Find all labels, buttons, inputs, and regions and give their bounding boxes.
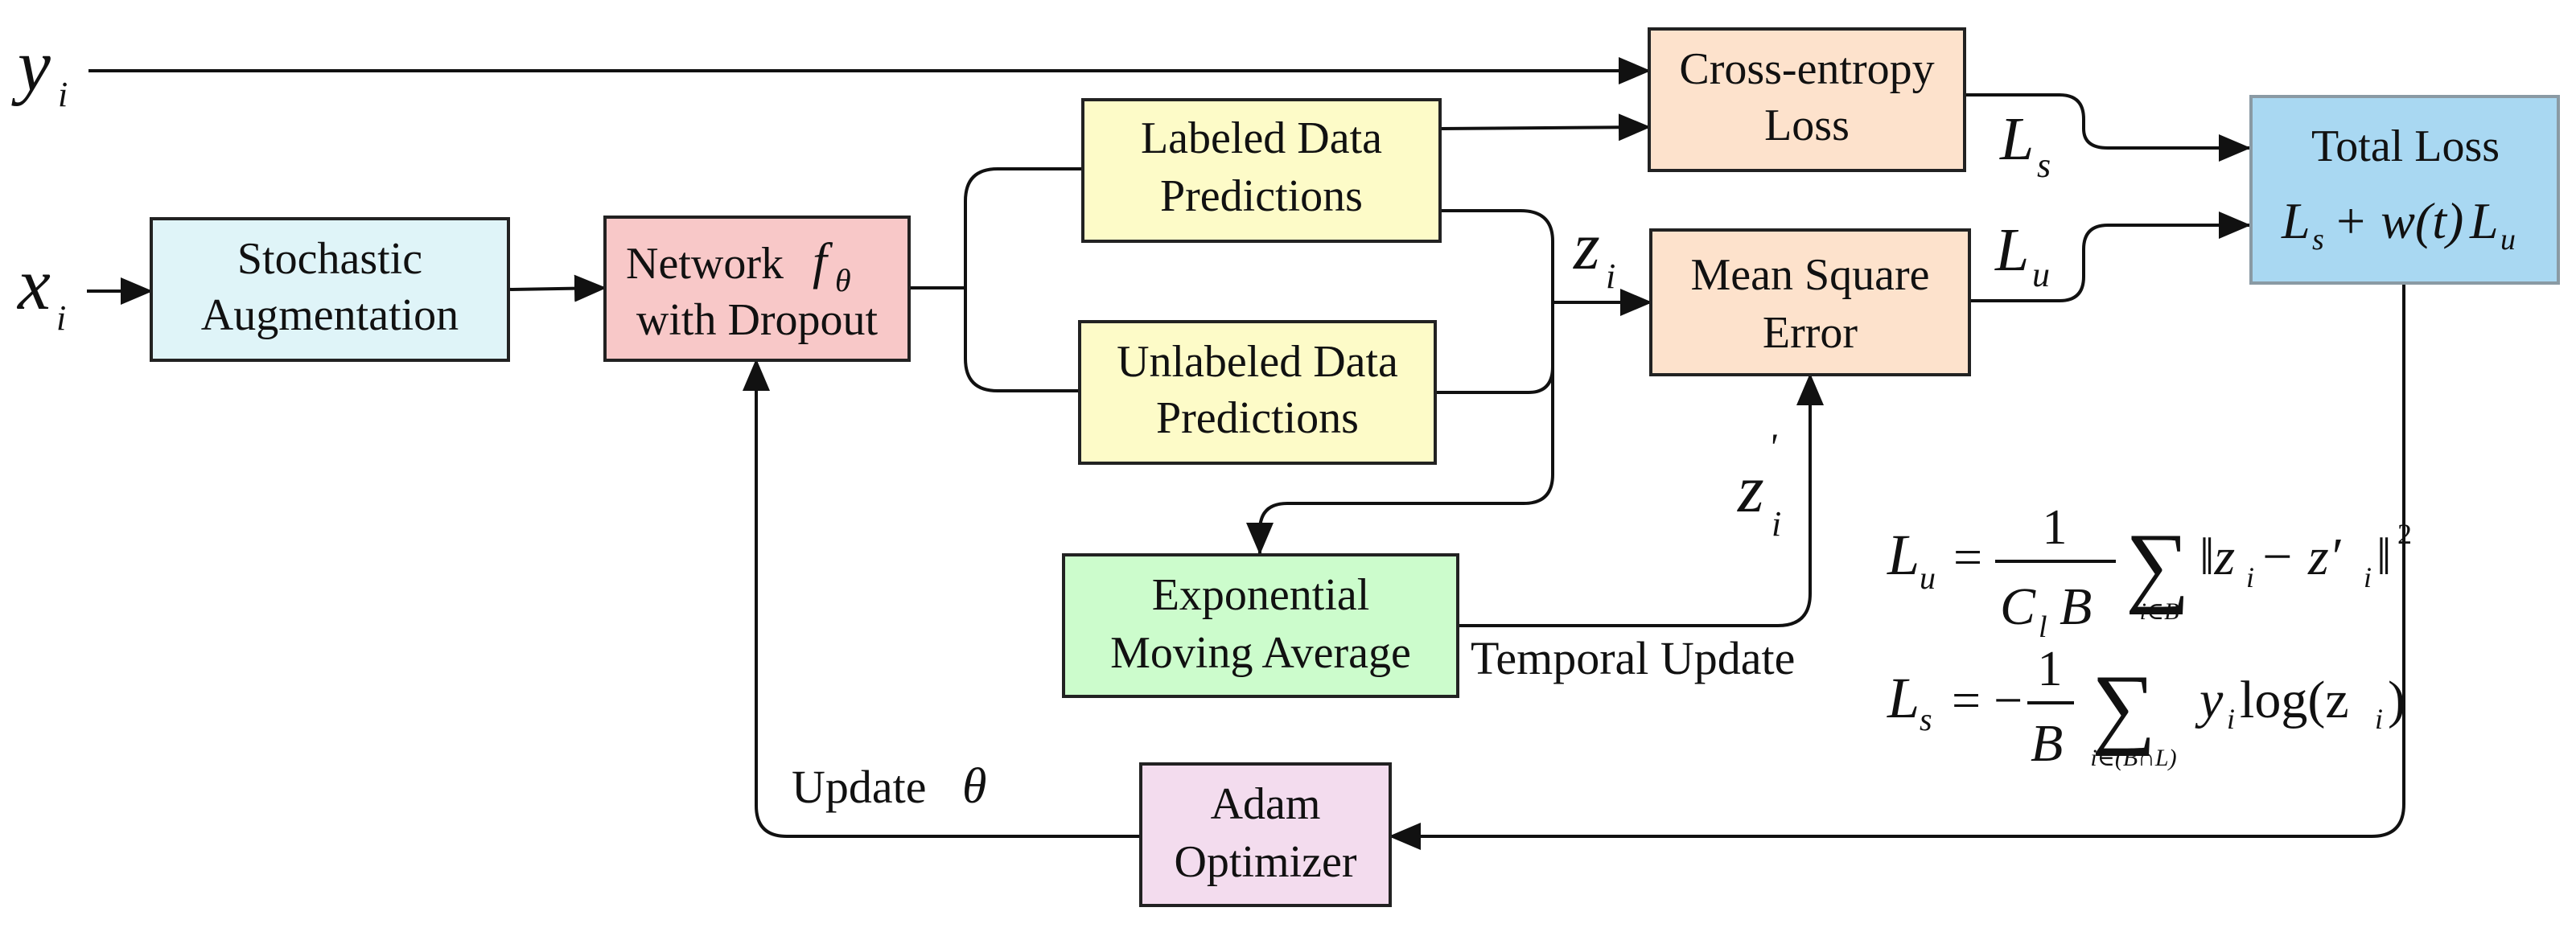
ema-label-line2: Moving Average (1110, 628, 1411, 678)
label-theta-symbol: θ (962, 759, 986, 814)
node-total-loss: Total Loss L s + w(t) L u (2249, 95, 2560, 285)
edge-z-to-ema (1246, 367, 1554, 555)
svg-text:i: i (1606, 257, 1615, 296)
labeled-pred-label-line2: Predictions (1160, 171, 1363, 221)
mse-label-line1: Mean Square (1690, 250, 1929, 300)
label-temporal-update: Temporal Update (1471, 632, 1795, 684)
svg-text:‖z: ‖z (2199, 528, 2235, 586)
svg-text:B: B (2060, 577, 2092, 636)
edge-total-to-adam (1389, 283, 2405, 850)
node-cross-entropy-loss: Cross-entropy Loss (1648, 27, 1966, 172)
svg-text:L: L (1887, 666, 1920, 730)
svg-text:i∈(B∩L): i∈(B∩L) (2090, 745, 2176, 771)
label-update-theta: Update (792, 761, 927, 813)
svg-text:x: x (16, 243, 51, 325)
svg-text:z: z (1573, 209, 1600, 284)
label-lu: L u (1994, 216, 2050, 294)
svg-text:s: s (2037, 146, 2051, 185)
unlabeled-pred-label-line1: Unlabeled Data (1117, 337, 1398, 387)
svg-text:y: y (2195, 671, 2224, 729)
svg-text:u: u (2032, 255, 2050, 294)
svg-text:L: L (1994, 216, 2029, 284)
svg-text:− z′: − z′ (2259, 528, 2342, 586)
svg-text:i: i (2246, 561, 2254, 593)
node-network: Network f θ with Dropout (603, 216, 911, 362)
adam-label-line2: Optimizer (1174, 837, 1356, 887)
label-ls: L s (1999, 105, 2051, 185)
svg-text:i: i (1772, 504, 1781, 544)
edge-labeled-to-cross-entropy (1439, 113, 1651, 142)
edge-augmentation-to-network (508, 274, 607, 302)
sum-symbol-2: ∑ (2092, 657, 2156, 757)
edge-unlabeled-to-z (1435, 302, 1554, 394)
node-mean-square-error: Mean Square Error (1649, 228, 1971, 376)
svg-text:‖: ‖ (2376, 528, 2392, 586)
svg-text:l: l (2039, 610, 2047, 644)
total-loss-formula-ls-sub: s (2312, 223, 2324, 257)
network-label-line2: with Dropout (636, 295, 879, 345)
svg-text:L: L (1999, 105, 2034, 173)
total-loss-label: Total Loss (2311, 121, 2500, 171)
edge-ema-to-mse (1458, 373, 1824, 627)
node-adam-optimizer: Adam Optimizer (1139, 762, 1392, 907)
node-labeled-data-predictions: Labeled Data Predictions (1081, 98, 1442, 243)
network-label-line1: Network (626, 239, 784, 289)
sum-symbol: ∑ (2125, 515, 2190, 615)
svg-text:=: = (1953, 528, 1982, 585)
cross-entropy-label-line1: Cross-entropy (1679, 44, 1934, 94)
cross-entropy-label-line2: Loss (1764, 101, 1850, 150)
edge-cross-entropy-to-total (1965, 93, 2251, 162)
labeled-pred-label-line1: Labeled Data (1141, 113, 1382, 163)
edge-adam-to-network (743, 359, 1141, 838)
svg-text:B: B (2031, 714, 2063, 773)
svg-text:L: L (1887, 523, 1920, 587)
adam-label-line1: Adam (1211, 779, 1321, 829)
augmentation-label-line2: Augmentation (201, 290, 459, 340)
svg-text:y: y (11, 24, 51, 106)
label-z-prime: z i ' (1737, 426, 1781, 544)
total-loss-formula-ls: L (2281, 192, 2311, 249)
svg-text:i: i (2375, 703, 2383, 735)
network-function-subscript: θ (835, 262, 851, 298)
formula-lu: L u = 1 C l B ∑ i∈B ‖z i − z′ i ‖ 2 (1887, 500, 2412, 644)
svg-text:i: i (2227, 703, 2235, 735)
total-loss-formula-lu-sub: u (2500, 223, 2516, 257)
label-y-input: y i (11, 24, 68, 114)
edge-split-to-labeled (964, 167, 1083, 288)
svg-text:1: 1 (2038, 642, 2063, 696)
edge-labeled-to-z (1440, 209, 1554, 302)
mse-label-line2: Error (1763, 308, 1858, 358)
edge-split-to-unlabeled (964, 288, 1080, 392)
svg-text:): ) (2388, 671, 2405, 729)
augmentation-label-line1: Stochastic (237, 234, 422, 284)
svg-text:log(z: log(z (2240, 671, 2349, 729)
svg-text:': ' (1768, 426, 1777, 469)
svg-text:2: 2 (2397, 518, 2412, 550)
node-stochastic-augmentation: Stochastic Augmentation (150, 217, 510, 362)
svg-text:z: z (1737, 452, 1764, 527)
label-x-input: x i (16, 243, 66, 338)
svg-text:s: s (1920, 701, 1932, 737)
node-exponential-moving-average: Exponential Moving Average (1062, 553, 1459, 698)
svg-text:u: u (1920, 560, 1936, 596)
svg-text:i: i (58, 75, 68, 114)
total-loss-formula-lu: L (2469, 192, 2499, 249)
formula-ls: L s = − 1 B ∑ i∈(B∩L) y i log(z i ) (1887, 642, 2405, 773)
svg-text:i: i (2364, 561, 2372, 593)
svg-text:C: C (2000, 577, 2036, 636)
svg-text:1: 1 (2043, 500, 2068, 555)
svg-text:i∈B: i∈B (2140, 598, 2179, 625)
node-unlabeled-data-predictions: Unlabeled Data Predictions (1078, 320, 1437, 465)
ema-label-line1: Exponential (1152, 570, 1370, 620)
svg-text:i: i (56, 298, 66, 338)
label-z-i: z i (1573, 209, 1615, 296)
edge-mse-to-total (1969, 211, 2251, 302)
unlabeled-pred-label-line2: Predictions (1156, 393, 1359, 443)
svg-text:= −: = − (1952, 671, 2023, 729)
total-loss-formula-mid: + w(t) (2333, 192, 2463, 249)
